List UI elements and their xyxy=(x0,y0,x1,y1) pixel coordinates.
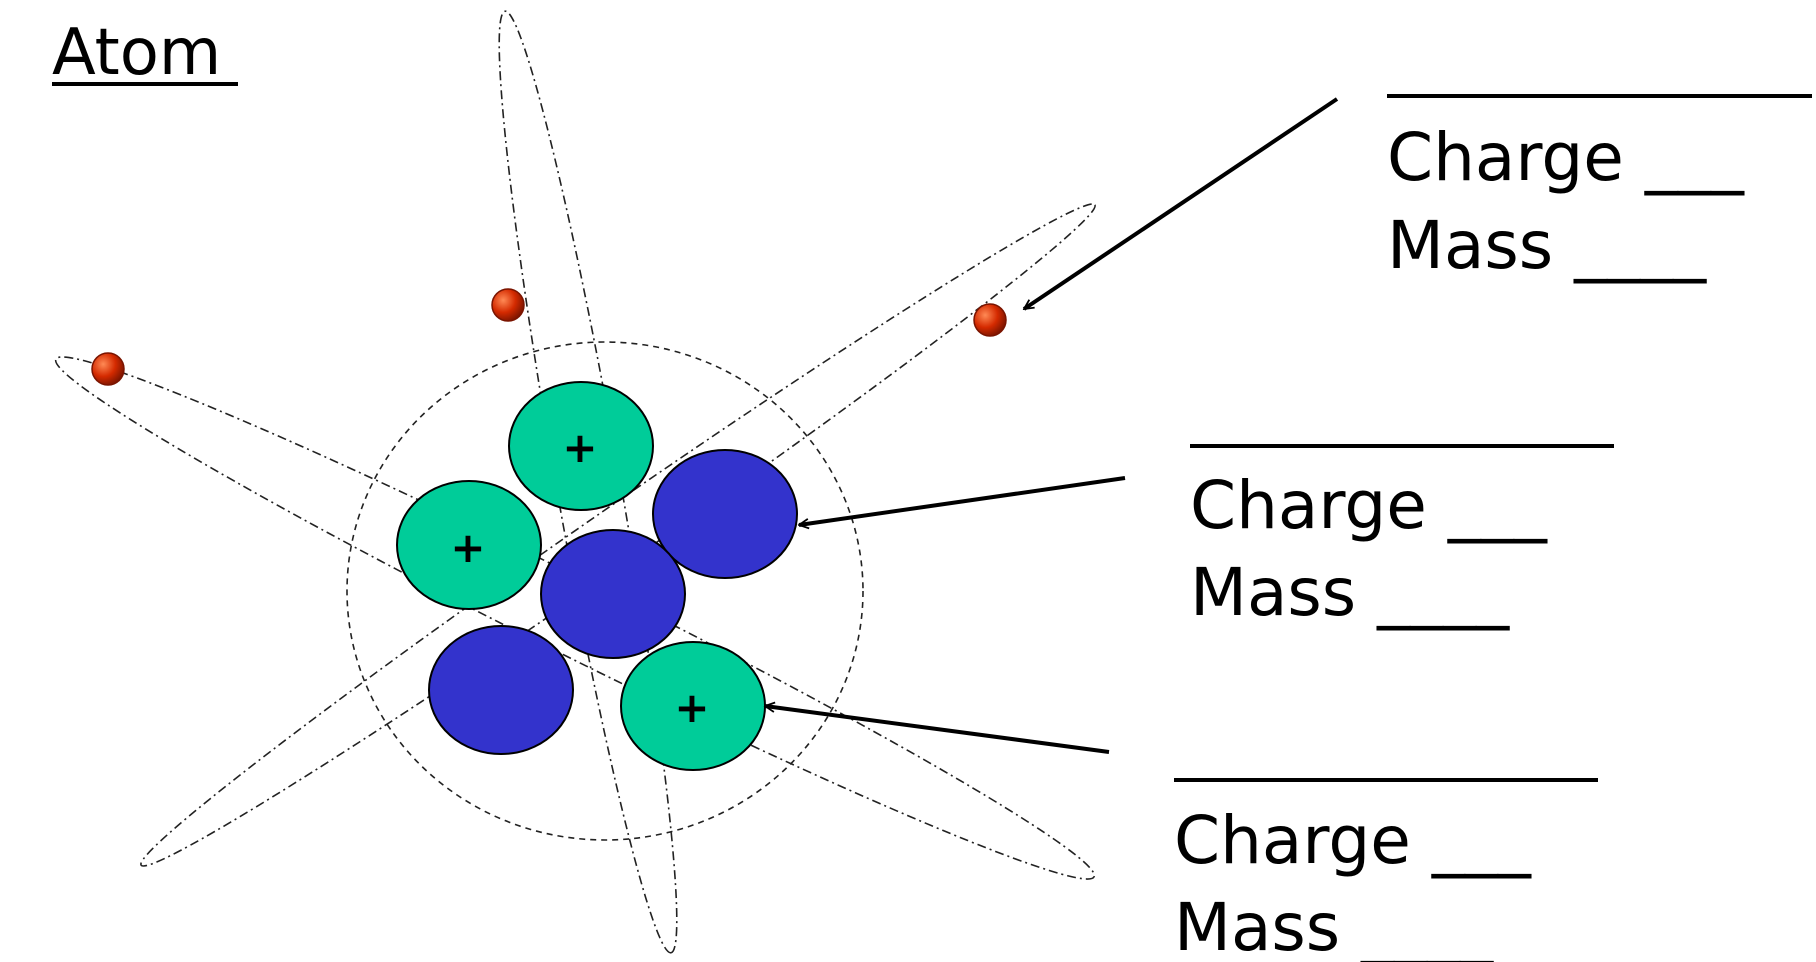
neutron xyxy=(428,625,574,755)
label-block-electron: Charge ___ Mass ____ xyxy=(1387,94,1812,284)
proton-plus-sign: + xyxy=(674,683,709,732)
charge-label: Charge ___ xyxy=(1190,467,1548,544)
arrows xyxy=(765,97,1339,754)
arrow-to-electron xyxy=(1024,97,1339,311)
charge-label: Charge ___ xyxy=(1174,802,1532,879)
label-block-neutron: Charge ___ Mass ____ xyxy=(1190,444,1614,631)
label-block-proton: Charge ___ Mass ____ xyxy=(1174,778,1598,962)
proton-plus-sign: + xyxy=(562,423,597,472)
electron xyxy=(973,303,1007,337)
nucleus: + + + xyxy=(396,381,798,771)
arrow-to-neutron xyxy=(799,476,1126,525)
arrow-to-proton xyxy=(765,706,1110,754)
nucleus-boundary-ellipse xyxy=(346,341,864,841)
electron xyxy=(91,352,125,386)
proton xyxy=(396,480,542,610)
mass-label: Mass ____ xyxy=(1387,207,1707,284)
charge-label: Charge ___ xyxy=(1387,119,1745,196)
electron xyxy=(491,288,525,322)
electrons xyxy=(91,288,1007,386)
neutron xyxy=(540,529,686,659)
orbit-rising xyxy=(140,203,1096,867)
mass-label: Mass ____ xyxy=(1174,889,1494,962)
neutron xyxy=(652,449,798,579)
diagram-title: Atom xyxy=(52,16,221,90)
mass-label: Mass ____ xyxy=(1190,554,1510,631)
proton-plus-sign: + xyxy=(450,523,485,572)
proton xyxy=(508,381,654,511)
